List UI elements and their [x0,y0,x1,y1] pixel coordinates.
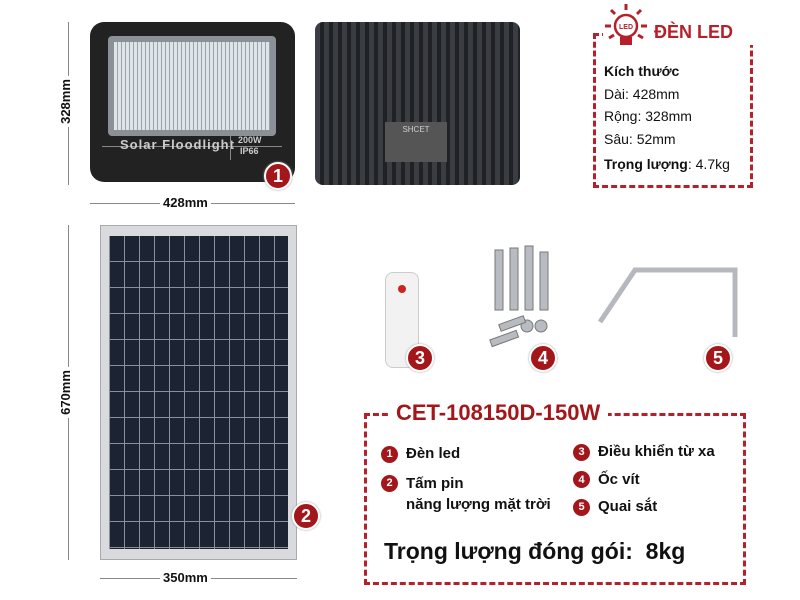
length: Dài: 428mm [604,85,680,102]
spec-title: ĐÈN LED [654,22,734,42]
screws [489,245,549,348]
depth: Sâu: 52mm [604,130,676,147]
lightbulb-led-icon: LED [605,4,647,45]
badge-3: 3 [406,344,434,372]
floodlight-back: SHCET [315,22,520,185]
panel-height-dimension: 670mm [57,367,73,418]
size-heading: Kích thước [604,63,680,79]
badge-2: 2 [292,502,320,530]
badge-5: 5 [704,344,732,372]
bracket [597,267,738,337]
model-title: CET-108150D-150W [388,400,609,426]
panel-width-dimension: 350mm [160,570,211,585]
rating-label: IP66 [240,146,259,156]
height-dimension: 328mm [57,76,73,127]
package-weight: Trọng lượng đóng gói: 8kg [384,538,686,564]
floodlight-front: Solar Floodlight 200W IP66 [90,22,295,182]
badge-1: 1 [264,162,292,190]
floodlight-label: Solar Floodlight [120,137,235,152]
svg-text:LED: LED [619,24,633,31]
weight-value: : 4.7kg [687,156,730,172]
width-dimension: 428mm [160,195,211,210]
led-array [108,36,276,136]
width: Rộng: 328mm [604,108,692,124]
badge-4: 4 [529,344,557,372]
weight-label: Trọng lượng [604,156,688,172]
power-label: 200W [238,135,262,145]
solar-panel [100,225,297,560]
back-label: SHCET [385,122,447,162]
